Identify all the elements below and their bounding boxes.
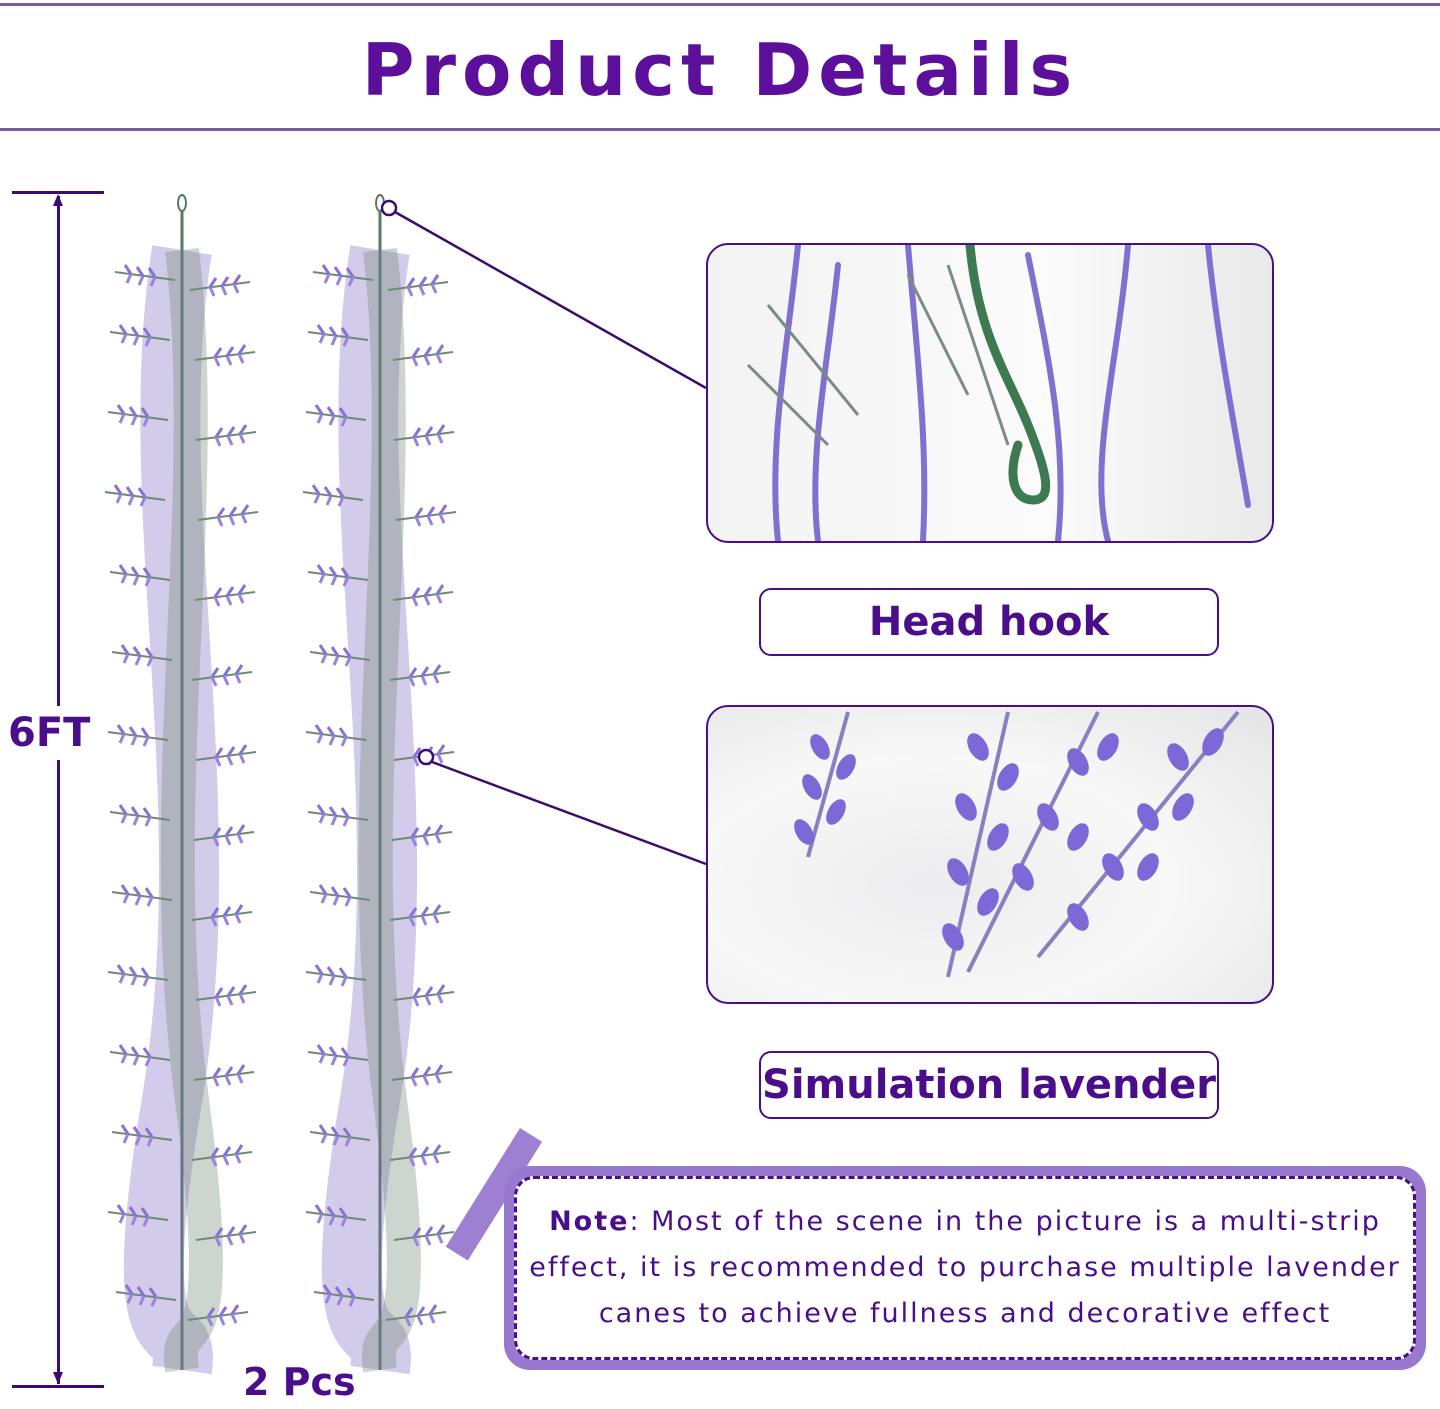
note-box: Note: Most of the scene in the picture i… <box>504 1166 1426 1370</box>
garland-left <box>123 194 223 1375</box>
head-hook-image-panel <box>706 243 1274 543</box>
quantity-label: 2 Pcs <box>243 1360 356 1404</box>
height-label: 6FT <box>8 706 91 760</box>
callout-connector-hook <box>380 199 707 390</box>
note-content: Note: Most of the scene in the picture i… <box>514 1176 1416 1360</box>
note-line-1: Note: Most of the scene in the picture i… <box>549 1206 1381 1237</box>
head-hook-caption: Head hook <box>759 588 1219 656</box>
note-line-2: effect, it is recommended to purchase mu… <box>529 1252 1401 1283</box>
lavender-image-panel <box>706 705 1274 1004</box>
arrow-down-icon <box>53 1372 63 1384</box>
title-underline-rule <box>0 128 1440 131</box>
note-line-3: canes to achieve fullness and decorative… <box>598 1298 1332 1329</box>
dimension-bottom-cap <box>12 1385 104 1388</box>
page-title: Product Details <box>361 28 1079 112</box>
top-rule <box>0 3 1440 6</box>
simulation-lavender-caption: Simulation lavender <box>759 1051 1219 1119</box>
dimension-vertical-line <box>57 196 60 1384</box>
lavender-closeup-illustration <box>794 710 1240 978</box>
arrow-up-icon <box>53 194 63 206</box>
hook-closeup-illustration <box>746 245 1251 541</box>
note-prefix: Note <box>549 1206 630 1237</box>
dimension-top-cap <box>12 191 104 194</box>
garland-right <box>321 194 421 1375</box>
callout-connector-lavender <box>417 748 707 866</box>
